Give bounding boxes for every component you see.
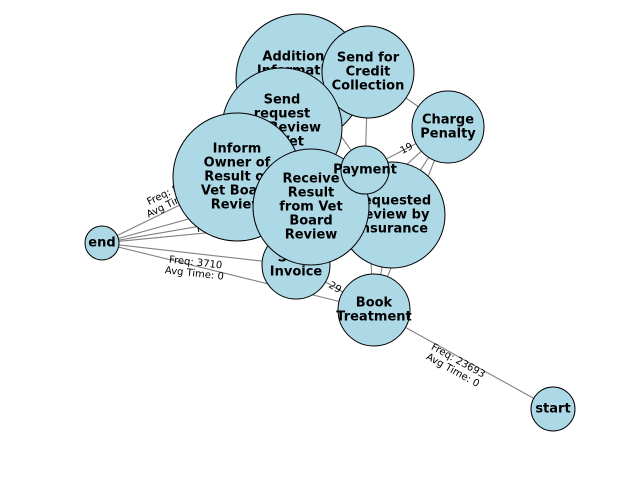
nodes-layer: AdditionalInformationandReminderSend for… <box>84 13 576 432</box>
node-circle <box>321 25 415 119</box>
node-label-line: Board <box>289 214 332 229</box>
node-label-line: request <box>254 107 311 122</box>
edge-book-treatment-to-end <box>101 242 375 311</box>
node-label-line: Additional <box>262 50 337 65</box>
node-circle <box>530 386 576 432</box>
node-payment: Payment <box>333 145 397 195</box>
node-label-line: Send <box>264 93 301 108</box>
node-label-line: Result of <box>204 170 270 185</box>
node-label-line: end <box>88 236 115 251</box>
node-label-line: Credit <box>346 65 391 80</box>
node-end: end <box>84 225 120 261</box>
node-label-line: Treatment <box>336 310 412 325</box>
node-start: start <box>530 386 576 432</box>
node-label-line: Review <box>211 198 264 213</box>
edge-label-line: 29 <box>326 280 343 296</box>
node-label-line: Payment <box>333 163 397 178</box>
node-circle <box>337 273 411 347</box>
node-circle <box>411 90 485 164</box>
node-label-line: Owner of <box>204 156 271 171</box>
node-label-line: Result <box>288 186 335 201</box>
edge-label-payment-to-charge-penalty: 19 <box>399 141 415 157</box>
node-label-line: Invoice <box>270 265 323 280</box>
node-label-line: Inform <box>213 142 262 157</box>
node-circle <box>84 225 120 261</box>
node-label-line: start <box>535 402 570 417</box>
node-label-line: Penalty <box>420 127 476 142</box>
node-label-line: Book <box>356 296 393 311</box>
node-label-line: from Vet <box>279 200 342 215</box>
node-label-line: Receive <box>282 172 339 187</box>
node-label-line: Review <box>285 228 338 243</box>
node-circle <box>252 148 370 266</box>
node-label-line: Requested <box>353 194 431 209</box>
node-label-line: Send for <box>337 51 400 66</box>
node-label-line: Insurance <box>356 222 428 237</box>
node-label-line: Charge <box>422 113 474 128</box>
node-circle <box>340 145 390 195</box>
edge-label-line: 19 <box>399 141 415 157</box>
edge-label-book-treatment-to-send-invoice: 29 <box>326 280 343 296</box>
node-label-line: Collection <box>332 79 405 94</box>
node-label-line: Review by <box>355 208 430 223</box>
